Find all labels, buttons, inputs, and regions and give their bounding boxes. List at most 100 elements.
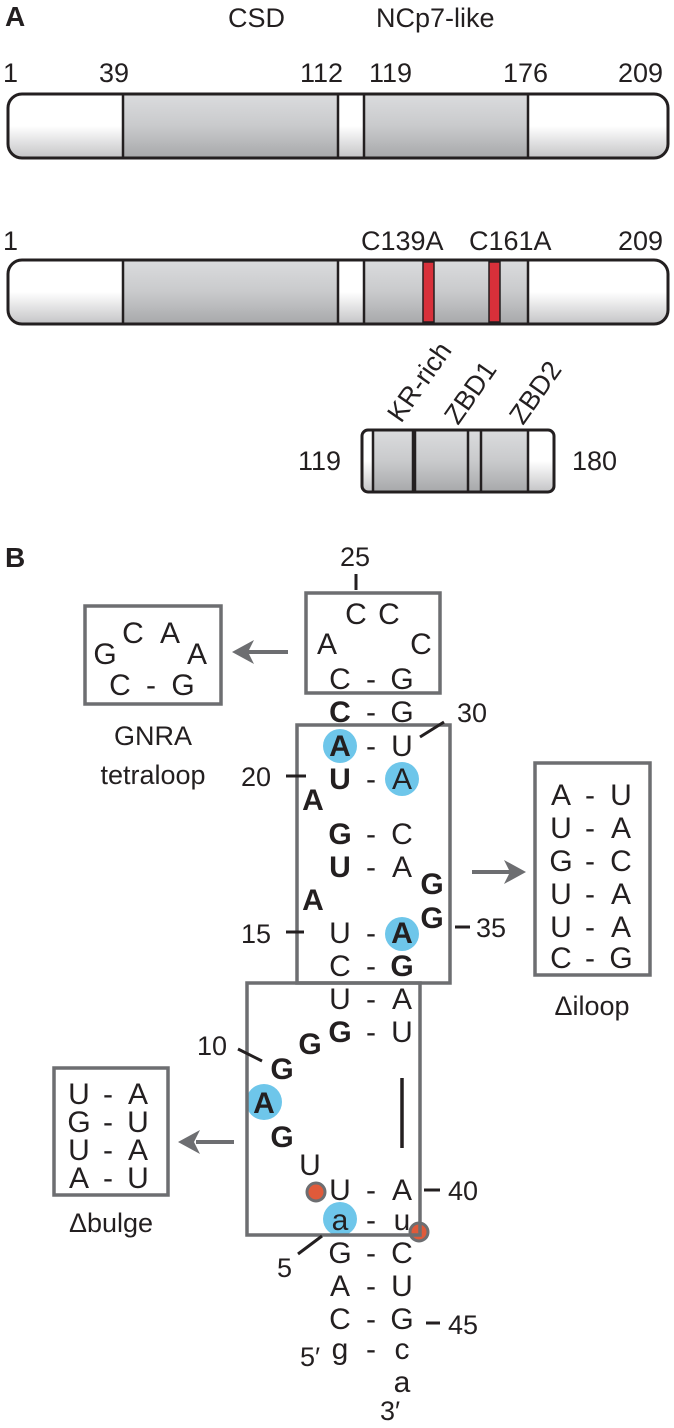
- pair-dash: -: [103, 1078, 113, 1111]
- nucleotide: U: [329, 917, 351, 950]
- sub-num-119: 119: [298, 446, 341, 476]
- panel-a: A CSD NCp7-like 1 39 112 119 176 209 1 C…: [3, 1, 670, 494]
- pair-dash: -: [146, 669, 156, 702]
- csd-label: CSD: [228, 3, 285, 33]
- nucleotide: C: [109, 669, 131, 702]
- nucleotide: G: [270, 1053, 293, 1086]
- nucleotide: C: [122, 617, 144, 650]
- bulge-box: [245, 981, 422, 1237]
- rna-structure: A C C C C C A U A G U A U C U G G G A G …: [253, 598, 444, 1399]
- tick-30: [419, 720, 445, 739]
- num-5: 5: [277, 1253, 292, 1283]
- pair-dash: -: [366, 730, 376, 763]
- bar2-num-1: 1: [3, 226, 18, 256]
- nucleotide: A: [69, 1162, 89, 1195]
- nucleotide: C: [329, 663, 351, 696]
- num-10: 10: [197, 1031, 227, 1061]
- nucleotide: G: [549, 845, 572, 878]
- iloop-variant: A - U U - A G - C U - A U - A C - G: [549, 779, 632, 975]
- gnra-variant: G C A A C - G: [93, 617, 207, 702]
- nucleotide: g: [332, 1333, 349, 1366]
- nucleotide: U: [127, 1106, 149, 1139]
- nucleotide: C: [610, 845, 632, 878]
- pair-dash: -: [103, 1106, 113, 1139]
- highlight-circle: [323, 1202, 357, 1236]
- nucleotide: C: [391, 1237, 413, 1270]
- num-20: 20: [241, 762, 271, 792]
- num-30: 30: [457, 698, 487, 728]
- nucleotide: A: [160, 617, 180, 650]
- nucleotide: U: [127, 1162, 149, 1195]
- panel-a-label: A: [5, 1, 25, 32]
- nucleotide: G: [328, 1237, 351, 1270]
- pair-dash: -: [366, 818, 376, 851]
- nucleotide: U: [329, 851, 351, 884]
- nucleotide: G: [67, 1106, 90, 1139]
- arrow-left-icon: [232, 640, 288, 664]
- nucleotide: a: [332, 1204, 349, 1237]
- panel-b: B: [5, 542, 652, 1426]
- nucleotide: U: [391, 1016, 413, 1049]
- nucleotide: G: [420, 902, 443, 935]
- mutation-c139a-mark: [422, 261, 435, 323]
- nucleotide: G: [298, 1028, 321, 1061]
- nucleotide: G: [390, 663, 413, 696]
- nucleotide: C: [329, 1303, 351, 1336]
- pair-dash: -: [585, 942, 595, 975]
- pair-dash: -: [366, 1270, 376, 1303]
- iloop-variant-box: [533, 761, 652, 977]
- pair-dash: -: [366, 983, 376, 1016]
- nucleotide: G: [328, 818, 351, 851]
- loop-box: [304, 591, 442, 695]
- nucleotide: U: [550, 878, 572, 911]
- nucleotide: C: [391, 818, 413, 851]
- bar2-num-209: 209: [618, 226, 663, 256]
- pair-dash: -: [366, 1333, 376, 1366]
- num-15: 15: [241, 919, 271, 949]
- num-25: 25: [340, 542, 370, 572]
- nucleotide: A: [317, 628, 337, 661]
- nucleotide: A: [128, 1134, 148, 1167]
- pair-dash: -: [366, 917, 376, 950]
- pair-dash: -: [366, 1237, 376, 1270]
- nucleotide: G: [171, 669, 194, 702]
- pair-dash: -: [585, 779, 595, 812]
- pair-dash: -: [366, 663, 376, 696]
- num-45: 45: [448, 1310, 478, 1340]
- bar1-num-209: 209: [618, 58, 663, 88]
- nucleotide: G: [390, 950, 413, 983]
- sub-num-180: 180: [572, 446, 617, 476]
- nucleotide: U: [329, 983, 351, 1016]
- nucleotide: U: [391, 1270, 413, 1303]
- zinc-finger-bar: [360, 428, 556, 494]
- pair-dash: -: [366, 1174, 376, 1207]
- nucleotide: u: [394, 1204, 411, 1237]
- modification-dot: [305, 1181, 327, 1203]
- nucleotide: G: [270, 1121, 293, 1154]
- nucleotide: A: [611, 878, 631, 911]
- num-35: 35: [476, 913, 506, 943]
- nucleotide: A: [302, 884, 324, 917]
- nucleotide: A: [128, 1078, 148, 1111]
- nucleotide: A: [611, 911, 631, 944]
- ncp7-label: NCp7-like: [376, 3, 495, 33]
- nucleotide: U: [68, 1134, 90, 1167]
- domain-bar-wildtype: [6, 92, 670, 160]
- nucleotide: A: [329, 730, 351, 763]
- highlight-circle: [323, 729, 357, 763]
- nucleotide: U: [391, 730, 413, 763]
- nucleotide: C: [345, 598, 367, 631]
- panel-b-label: B: [5, 542, 25, 573]
- nucleotide: c: [395, 1333, 410, 1366]
- nucleotide: A: [302, 784, 324, 817]
- pair-dash: -: [585, 812, 595, 845]
- arrow-right-icon: [472, 860, 526, 884]
- pair-dash: -: [366, 696, 376, 729]
- pair-dash: -: [366, 1303, 376, 1336]
- nucleotide: U: [329, 1174, 351, 1207]
- pair-dash: -: [585, 911, 595, 944]
- tick-10: [237, 1047, 263, 1063]
- pair-dash: -: [366, 950, 376, 983]
- nucleotide: G: [93, 638, 116, 671]
